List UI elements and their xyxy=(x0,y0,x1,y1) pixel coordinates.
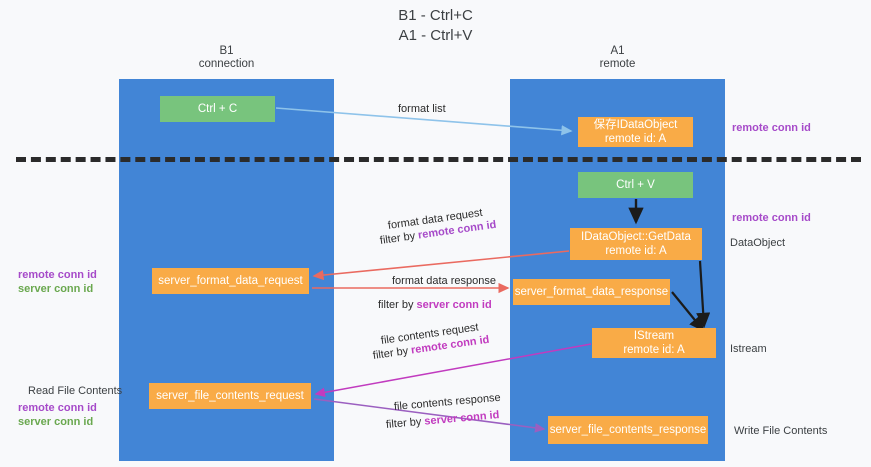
title-line-2: A1 - Ctrl+V xyxy=(398,27,473,44)
phase-divider xyxy=(16,157,861,162)
filter-prefix: filter by xyxy=(378,299,417,311)
box-getdata-line2: remote id: A xyxy=(605,245,667,257)
annotation-write-file-contents: Write File Contents xyxy=(734,424,827,438)
box-istream-line1: IStream xyxy=(633,330,675,342)
column-a1-name: A1 xyxy=(610,45,625,57)
box-ctrl-v-label: Ctrl + V xyxy=(616,179,655,191)
annotation-remote-conn-id-mid-text: remote conn id xyxy=(732,212,811,224)
box-ctrl-c[interactable]: Ctrl + C xyxy=(160,96,275,122)
column-caption-a1: A1 remote xyxy=(510,45,725,71)
box-save-idataobject-line1: 保存IDataObject xyxy=(593,119,678,131)
annotation-dataobject: DataObject xyxy=(730,236,785,250)
annotation-left-server-conn-id-mid: server conn id xyxy=(18,283,94,295)
box-server-format-data-response-label: server_format_data_response xyxy=(514,286,669,298)
label-format-data-response: format data response xyxy=(392,274,496,288)
filter-prefix: filter by xyxy=(379,229,419,247)
annotation-istream-text: Istream xyxy=(730,343,767,355)
box-server-format-data-request-label: server_format_data_request xyxy=(158,275,303,287)
annotation-left-remote-conn-id-mid: remote conn id xyxy=(18,269,97,281)
annotation-remote-conn-id-top: remote conn id xyxy=(732,121,811,135)
label-format-data-response-filter: filter by server conn id xyxy=(378,298,492,312)
label-format-list-text: format list xyxy=(398,103,446,115)
annotation-read-file-contents-text: Read File Contents xyxy=(28,385,123,397)
label-format-list: format list xyxy=(398,102,446,116)
box-server-format-data-request[interactable]: server_format_data_request xyxy=(152,268,309,294)
box-istream[interactable]: IStream remote id: A xyxy=(592,328,716,358)
box-server-file-contents-request-label: server_file_contents_request xyxy=(156,390,304,402)
annotation-read-file-contents: Read File Contents xyxy=(28,384,122,398)
column-caption-b1: B1 connection xyxy=(119,45,334,71)
annotation-remote-conn-id-top-text: remote conn id xyxy=(732,122,811,134)
annotation-write-file-contents-text: Write File Contents xyxy=(734,425,828,437)
annotation-left-remote-conn-id-bottom: remote conn id xyxy=(18,402,97,414)
annotation-left-conn-ids-mid: remote conn id server conn id xyxy=(18,268,97,296)
box-server-file-contents-response-label: server_file_contents_response xyxy=(549,424,707,436)
box-getdata-line1: IDataObject::GetData xyxy=(581,231,691,243)
annotation-istream: Istream xyxy=(730,342,767,356)
box-ctrl-c-label: Ctrl + C xyxy=(197,103,238,115)
page-title: B1 - Ctrl+C A1 - Ctrl+V xyxy=(0,6,871,46)
annotation-remote-conn-id-mid: remote conn id xyxy=(732,211,811,225)
box-save-idataobject-line2: remote id: A xyxy=(604,133,667,145)
column-a1-role: remote xyxy=(599,58,636,70)
box-idataobject-getdata[interactable]: IDataObject::GetData remote id: A xyxy=(570,228,702,260)
title-line-1: B1 - Ctrl+C xyxy=(398,7,473,24)
annotation-dataobject-text: DataObject xyxy=(730,237,786,249)
box-ctrl-v[interactable]: Ctrl + V xyxy=(578,172,693,198)
filter-key-server-conn-id: server conn id xyxy=(416,299,492,311)
box-save-idataobject[interactable]: 保存IDataObject remote id: A xyxy=(578,117,693,147)
annotation-left-server-conn-id-bottom: server conn id xyxy=(18,416,94,428)
label-format-data-response-text: format data response xyxy=(392,275,496,287)
filter-key-server-conn-id: server conn id xyxy=(423,409,500,428)
annotation-left-conn-ids-bottom: remote conn id server conn id xyxy=(18,401,97,429)
box-istream-line2: remote id: A xyxy=(623,344,685,356)
box-server-format-data-response[interactable]: server_format_data_response xyxy=(513,279,670,305)
box-server-file-contents-response[interactable]: server_file_contents_response xyxy=(548,416,708,444)
box-server-file-contents-request[interactable]: server_file_contents_request xyxy=(149,383,311,409)
filter-prefix: filter by xyxy=(372,344,412,362)
column-b1-role: connection xyxy=(198,58,255,70)
column-b1-name: B1 xyxy=(219,45,234,57)
filter-prefix: filter by xyxy=(385,415,425,431)
